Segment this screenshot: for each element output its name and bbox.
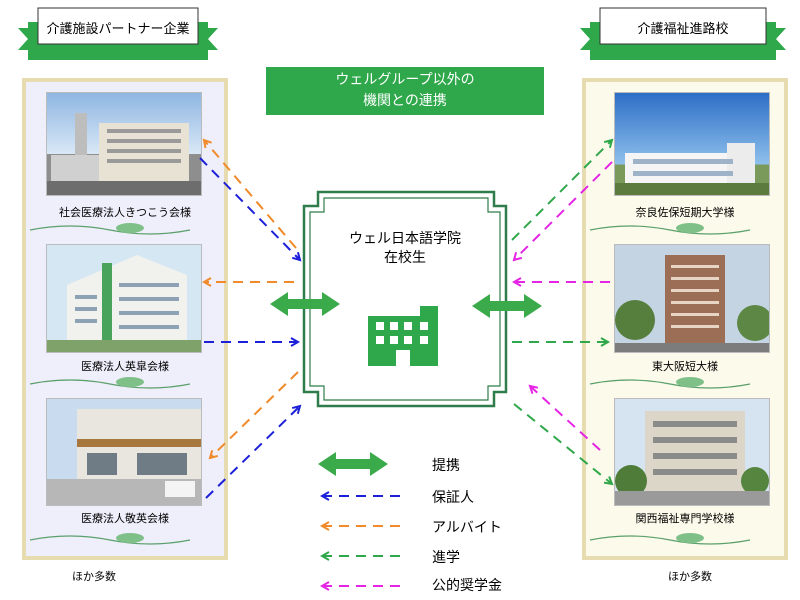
center-title-line2: 機関との連携 bbox=[363, 93, 447, 109]
legend-label-guarantor: 保証人 bbox=[432, 490, 474, 506]
left-more-label: ほか多数 bbox=[72, 570, 116, 583]
right-caption-2: 東大阪短大様 bbox=[652, 360, 718, 373]
school-students: 在校生 bbox=[384, 250, 426, 266]
kitsukou-hospital-photo bbox=[46, 92, 202, 196]
center-title-line1: ウェルグループ以外の bbox=[335, 72, 475, 88]
right-header-label: 介護福祉進路校 bbox=[637, 22, 729, 37]
legend-label-scholarship: 公的奨学金 bbox=[432, 578, 502, 594]
higashi-osaka-college-photo bbox=[614, 244, 770, 353]
legend-label-advancement: 進学 bbox=[432, 550, 460, 566]
left-caption-3: 医療法人敬英会様 bbox=[81, 512, 169, 525]
school-label: ウェル日本語学院 在校生 bbox=[300, 230, 510, 268]
school-name: ウェル日本語学院 bbox=[349, 231, 461, 247]
legend-label-partnership: 提携 bbox=[432, 458, 460, 474]
left-caption-1: 社会医療法人きつこう会様 bbox=[59, 206, 191, 219]
left-caption-2: 医療法人英皐会様 bbox=[81, 360, 169, 373]
right-more-label: ほか多数 bbox=[668, 570, 712, 583]
left-header-label: 介護施設パートナー企業 bbox=[46, 22, 190, 37]
kansai-welfare-school-photo bbox=[614, 398, 770, 506]
right-caption-1: 奈良佐保短期大学様 bbox=[635, 206, 735, 219]
legend-partnership-arrow bbox=[318, 452, 388, 476]
eikou-hospital-photo bbox=[46, 244, 202, 353]
right-caption-3: 関西福祉専門学校様 bbox=[635, 512, 735, 525]
nara-saho-college-photo bbox=[614, 92, 770, 196]
center-title-box: ウェルグループ以外の 機関との連携 bbox=[266, 67, 544, 115]
legend-label-parttime: アルバイト bbox=[432, 520, 502, 536]
keiei-hospital-photo bbox=[46, 398, 202, 506]
